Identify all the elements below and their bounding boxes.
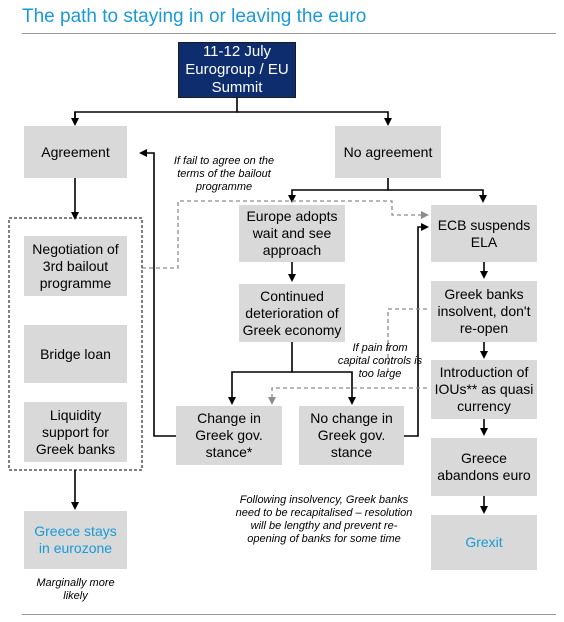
node-negotiation: Negotiation of 3rd bailout programme	[24, 236, 127, 296]
connector-summit	[74, 98, 238, 124]
note-pain: If pain from capital controls is too lar…	[337, 342, 423, 380]
connector-no-agreement-ela	[388, 189, 487, 203]
node-no-agreement: No agreement	[335, 126, 441, 178]
node-summit: 11-12 July Eurogroup / EU Summit	[178, 42, 296, 98]
note-likely: Marginally more likely	[36, 577, 115, 602]
node-europe-wait: Europe adopts wait and see approach	[239, 205, 345, 262]
node-greece-stays: Greece stays in eurozone	[24, 511, 127, 569]
connector-change-back	[139, 149, 176, 437]
connector-nochange-ela	[404, 223, 429, 437]
node-liquidity: Liquidity support for Greek banks	[24, 402, 127, 462]
node-bridge-loan: Bridge loan	[24, 325, 127, 383]
connector-fail-to-agree	[142, 200, 429, 269]
connector-pain	[268, 387, 427, 405]
agreement-outcomes-frame	[8, 217, 143, 471]
node-deterioration: Continued deterioration of Greek economy	[239, 284, 345, 342]
node-agreement: Agreement	[24, 126, 127, 178]
node-ious: Introduction of IOUs** as quasi currency	[431, 360, 537, 419]
node-grexit: Grexit	[431, 515, 537, 570]
note-insolvency: Following insolvency, Greek banks need t…	[235, 494, 413, 545]
connector-deterioration-nochange	[292, 371, 356, 405]
node-no-change-stance: No change in Greek gov. stance	[299, 406, 404, 465]
connector-no-agreement	[288, 178, 389, 203]
node-ecb-suspends: ECB suspends ELA	[431, 205, 537, 262]
connector-summit-right	[237, 111, 392, 126]
title-rule	[22, 33, 556, 34]
note-fail-to-agree: If fail to agree on the terms of the bai…	[173, 155, 275, 193]
footer-rule	[22, 614, 556, 615]
connector-insolvency-link	[387, 308, 427, 372]
connector-deterioration	[228, 342, 293, 405]
page-title: The path to staying in or leaving the eu…	[22, 6, 367, 27]
node-banks-insolvent: Greek banks insolvent, don't re-open	[431, 281, 537, 342]
node-abandons: Greece abandons euro	[431, 438, 537, 496]
node-change-stance: Change in Greek gov. stance*	[176, 406, 282, 465]
